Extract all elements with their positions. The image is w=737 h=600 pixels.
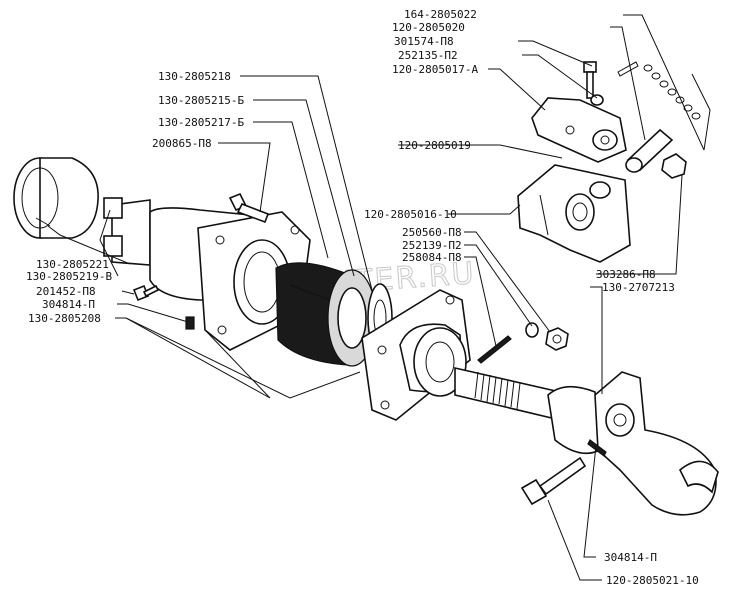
hook-shank	[454, 366, 601, 455]
bolt-200865	[228, 192, 270, 224]
nut-303286	[661, 153, 687, 179]
rubber-buffer	[275, 262, 377, 367]
label-130-2805218: 130-2805218	[158, 70, 231, 83]
label-130-2805219-v: 130-2805219-В	[26, 270, 112, 283]
label-120-2805020: 120-2805020	[392, 21, 465, 34]
label-252139-p2: 252139-П2	[402, 239, 462, 252]
protective-cap	[13, 157, 99, 239]
label-130-2805217-b: 130-2805217-Б	[158, 116, 244, 129]
label-201452-p8: 201452-П8	[36, 285, 96, 298]
bolt-201452	[132, 284, 160, 302]
label-252135-p2: 252135-П2	[398, 49, 458, 62]
latch-bracket	[517, 164, 631, 263]
cotter-pin-304814-left	[185, 316, 195, 330]
cotter-pin-304814-hook	[587, 439, 607, 457]
label-200865-p8: 200865-П8	[152, 137, 212, 150]
bolt-301574	[583, 61, 597, 99]
label-304814-p-hook: 304814-П	[604, 551, 657, 564]
cotter-pin-258084	[477, 335, 512, 364]
label-120-2805016-10: 120-2805016-10	[364, 208, 457, 221]
washer-252139	[525, 322, 539, 338]
label-301574-p8: 301574-П8	[394, 35, 454, 48]
tow-hook	[594, 371, 719, 516]
label-164-2805022: 164-2805022	[404, 8, 477, 21]
label-120-2805019: 120-2805019	[398, 139, 471, 152]
label-130-2805208: 130-2805208	[28, 312, 101, 325]
bolt-2805021	[520, 456, 587, 506]
label-130-2805215-b: 130-2805215-Б	[158, 94, 244, 107]
label-120-2805021-10: 120-2805021-10	[606, 574, 699, 587]
label-258084-p8: 258084-П8	[402, 251, 462, 264]
chain-164	[617, 61, 711, 151]
washer-252135	[590, 94, 604, 106]
label-120-2805017-a: 120-2805017-А	[392, 63, 478, 76]
pin-2805020	[625, 128, 674, 173]
latch	[531, 97, 627, 163]
label-250560-p8: 250560-П8	[402, 226, 462, 239]
label-303286-p8: 303286-П8	[596, 268, 656, 281]
leader-lines	[47, 14, 705, 581]
label-130-2707213: 130-2707213	[602, 281, 675, 294]
castle-nut-250560	[545, 327, 569, 351]
label-304814-p-left: 304814-П	[42, 298, 95, 311]
front-flange	[361, 289, 471, 421]
label-130-2805221: 130-2805221	[36, 258, 109, 271]
